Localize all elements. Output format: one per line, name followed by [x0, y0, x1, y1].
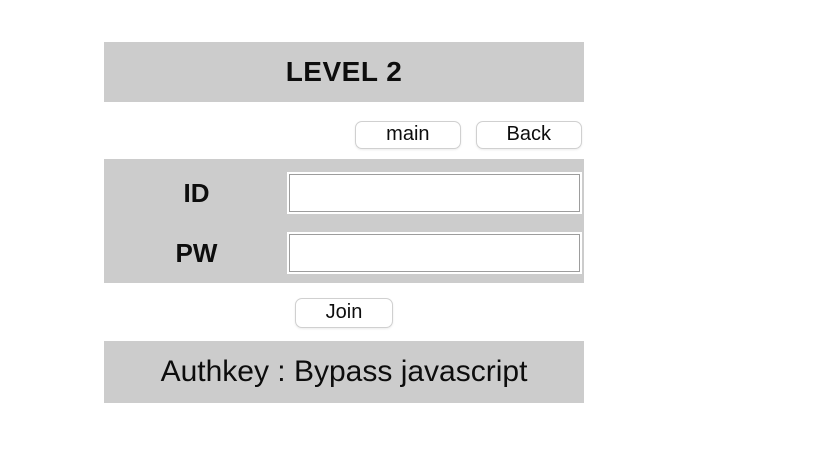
join-row: Join — [104, 298, 584, 328]
pw-label: PW — [175, 237, 218, 268]
page-title: LEVEL 2 — [285, 56, 403, 87]
form-row-pw: PW — [104, 232, 584, 274]
pw-input[interactable] — [289, 234, 580, 272]
main-button[interactable]: main — [355, 121, 461, 149]
id-input[interactable] — [289, 174, 580, 212]
form-row-id: ID — [104, 172, 584, 214]
nav-row: main Back — [104, 121, 584, 149]
id-label: ID — [183, 177, 210, 208]
authkey-bar: Authkey : Bypass javascript — [104, 341, 584, 403]
challenge-page: LEVEL 2 main Back ID PW Join Authkey : B… — [104, 42, 584, 403]
authkey-text: Authkey : Bypass javascript — [160, 355, 528, 388]
login-form-panel: ID PW — [104, 159, 584, 283]
back-button[interactable]: Back — [475, 121, 582, 149]
level-header-bar: LEVEL 2 — [104, 42, 584, 102]
join-button[interactable]: Join — [294, 298, 394, 328]
